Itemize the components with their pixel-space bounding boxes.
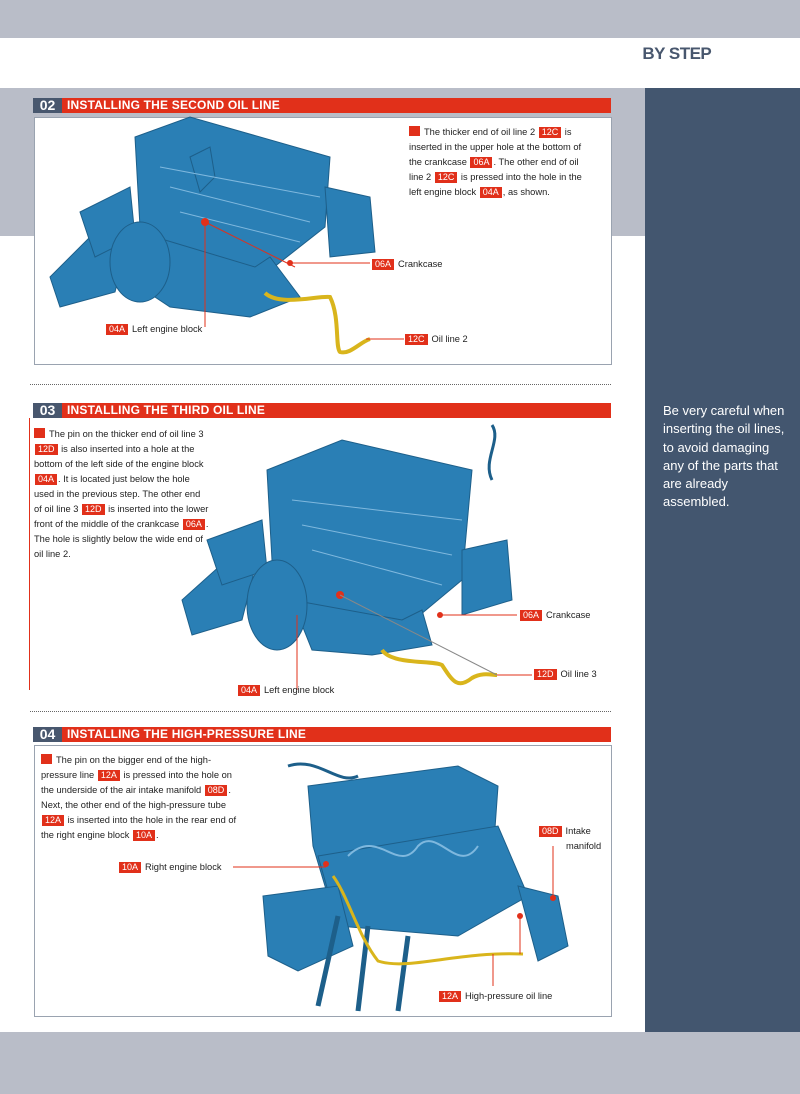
part-tag: 12A: [97, 770, 120, 781]
bullet-icon: [409, 126, 420, 136]
text-segment: is pressed into the hole in the left eng…: [409, 172, 582, 197]
text-segment: The pin on the thicker end of oil line 3: [49, 429, 204, 439]
label-text: Left engine block: [264, 685, 335, 695]
divider: [30, 384, 611, 385]
text-segment: .: [155, 830, 159, 840]
part-tag: 12C: [538, 127, 562, 138]
text-segment: is inserted into the hole in the rear en…: [41, 815, 237, 840]
bullet-icon: [34, 428, 45, 438]
divider: [30, 711, 611, 712]
sidebar: [645, 88, 800, 1032]
label-text: Oil line 3: [560, 669, 597, 679]
step-03-rule: [29, 418, 30, 690]
step-number: 02: [33, 98, 62, 113]
step-number: 03: [33, 403, 62, 418]
label-text: Right engine block: [145, 862, 222, 872]
part-tag: 12C: [405, 334, 428, 345]
part-tag: 04A: [106, 324, 129, 335]
text-segment: . The hole is slightly below the wide en…: [34, 519, 209, 559]
text-segment: is pressed into the hole on the undersid…: [41, 770, 232, 795]
label-text: Crankcase: [398, 259, 443, 269]
label-text: Left engine block: [132, 324, 203, 334]
step-title: INSTALLING THE THIRD OIL LINE: [67, 403, 266, 417]
part-tag: 12C: [434, 172, 458, 183]
step-04-text: The pin on the bigger end of the high-pr…: [41, 753, 247, 843]
part-tag: 04A: [479, 187, 502, 198]
square-icon: [758, 48, 769, 59]
hole-marker: [323, 861, 329, 867]
part-tag: 06A: [470, 157, 493, 168]
part-tag: 04A: [35, 474, 58, 485]
label-text: Oil line 2: [431, 334, 468, 344]
step-04-bar: 04 INSTALLING THE HIGH-PRESSURE LINE: [33, 727, 611, 742]
part-tag: 08D: [204, 785, 228, 796]
header-part2: BY STEP: [642, 44, 712, 63]
part-tag: 06A: [182, 519, 205, 530]
page-header: STEP BY STEP: [596, 44, 769, 64]
part-tag: 10A: [119, 862, 142, 873]
engine-illustration-02: [49, 116, 404, 355]
part-tag: 10A: [132, 830, 155, 841]
step-02-bar: 02 INSTALLING THE SECOND OIL LINE: [33, 98, 611, 113]
part-tag: 06A: [372, 259, 395, 270]
step-title: INSTALLING THE SECOND OIL LINE: [67, 98, 280, 112]
text-segment: is also inserted into a hole at the bott…: [34, 444, 204, 469]
bullet-icon: [41, 754, 52, 764]
text-segment: . Next, the other end of the high-pressu…: [41, 785, 231, 810]
engine-illustration-04: [233, 762, 569, 1012]
step-02-text: The thicker end of oil line 2 12C is ins…: [409, 125, 595, 200]
part-tag: 08D: [539, 826, 562, 837]
text-segment: , as shown.: [502, 187, 550, 197]
text-segment: . The other end of oil line 2: [409, 157, 579, 182]
top-gray-band: [0, 0, 800, 38]
label-text: Crankcase: [546, 610, 591, 620]
part-tag: 06A: [520, 610, 543, 621]
part-tag: 12A: [42, 815, 65, 826]
step-03-text: The pin on the thicker end of oil line 3…: [34, 427, 210, 562]
engine-illustration-03: [181, 424, 532, 690]
part-tag: 12D: [35, 444, 58, 455]
step-number: 04: [33, 727, 62, 742]
label-manifold: manifold: [566, 841, 602, 851]
text-segment: is inserted in the upper hole at the bot…: [409, 127, 582, 167]
header-part1: STEP: [596, 44, 643, 63]
label-text: High-pressure oil line: [465, 991, 553, 1001]
part-tag: 12D: [82, 504, 105, 515]
step-03-bar: 03 INSTALLING THE THIRD OIL LINE: [33, 403, 611, 418]
sidebar-note: Be very careful when inserting the oil l…: [663, 403, 785, 510]
text-segment: is inserted into the lower front of the …: [34, 504, 209, 529]
text-segment: The thicker end of oil line 2: [424, 127, 538, 137]
text-segment: The pin on the bigger end of the high-pr…: [41, 755, 212, 780]
part-tag: 12D: [534, 669, 557, 680]
label-text: Intake: [565, 826, 591, 836]
text-segment: . It is located just below the hole used…: [34, 474, 201, 514]
step-title: INSTALLING THE HIGH-PRESSURE LINE: [67, 727, 307, 741]
part-tag: 12A: [439, 991, 462, 1002]
part-tag: 04A: [238, 685, 261, 696]
